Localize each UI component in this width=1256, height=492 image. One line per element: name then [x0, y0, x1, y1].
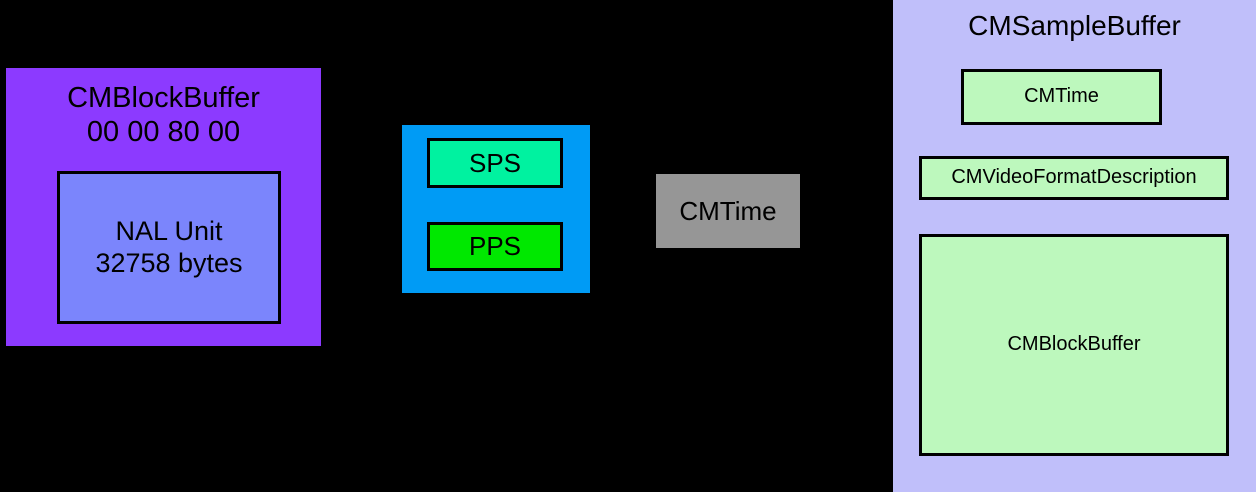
pps-label: PPS [468, 231, 522, 262]
cmsamplebuffer-panel: CMSampleBuffer CMTime CMVideoFormatDescr… [893, 0, 1256, 492]
cmtime-standalone-box: CMTime [656, 174, 800, 248]
sps-label: SPS [468, 147, 522, 178]
cmsamplebuffer-member-videoformatdescription: CMVideoFormatDescription [919, 156, 1229, 200]
cmblockbuffer-panel: CMBlockBuffer 00 00 80 00 NAL Unit 32758… [6, 68, 321, 346]
sps-box: SPS [427, 138, 563, 188]
cmsamplebuffer-member-cmblockbuffer-label: CMBlockBuffer [1007, 333, 1141, 356]
cmsamplebuffer-member-cmtime-label: CMTime [1024, 85, 1099, 108]
parameter-set-panel: SPS PPS [402, 125, 590, 293]
cmblockbuffer-panel-title: CMBlockBuffer 00 00 80 00 [67, 82, 260, 149]
cmsamplebuffer-member-videoformatdescription-label: CMVideoFormatDescription [951, 166, 1197, 189]
pps-box: PPS [427, 222, 563, 271]
cmsamplebuffer-panel-title: CMSampleBuffer [968, 10, 1181, 41]
nal-unit-label: NAL Unit 32758 bytes [95, 215, 243, 278]
cmsamplebuffer-member-cmtime: CMTime [961, 69, 1162, 125]
nal-unit-box: NAL Unit 32758 bytes [57, 171, 281, 324]
cmtime-standalone-label: CMTime [679, 195, 777, 226]
cmsamplebuffer-member-cmblockbuffer: CMBlockBuffer [919, 234, 1229, 456]
